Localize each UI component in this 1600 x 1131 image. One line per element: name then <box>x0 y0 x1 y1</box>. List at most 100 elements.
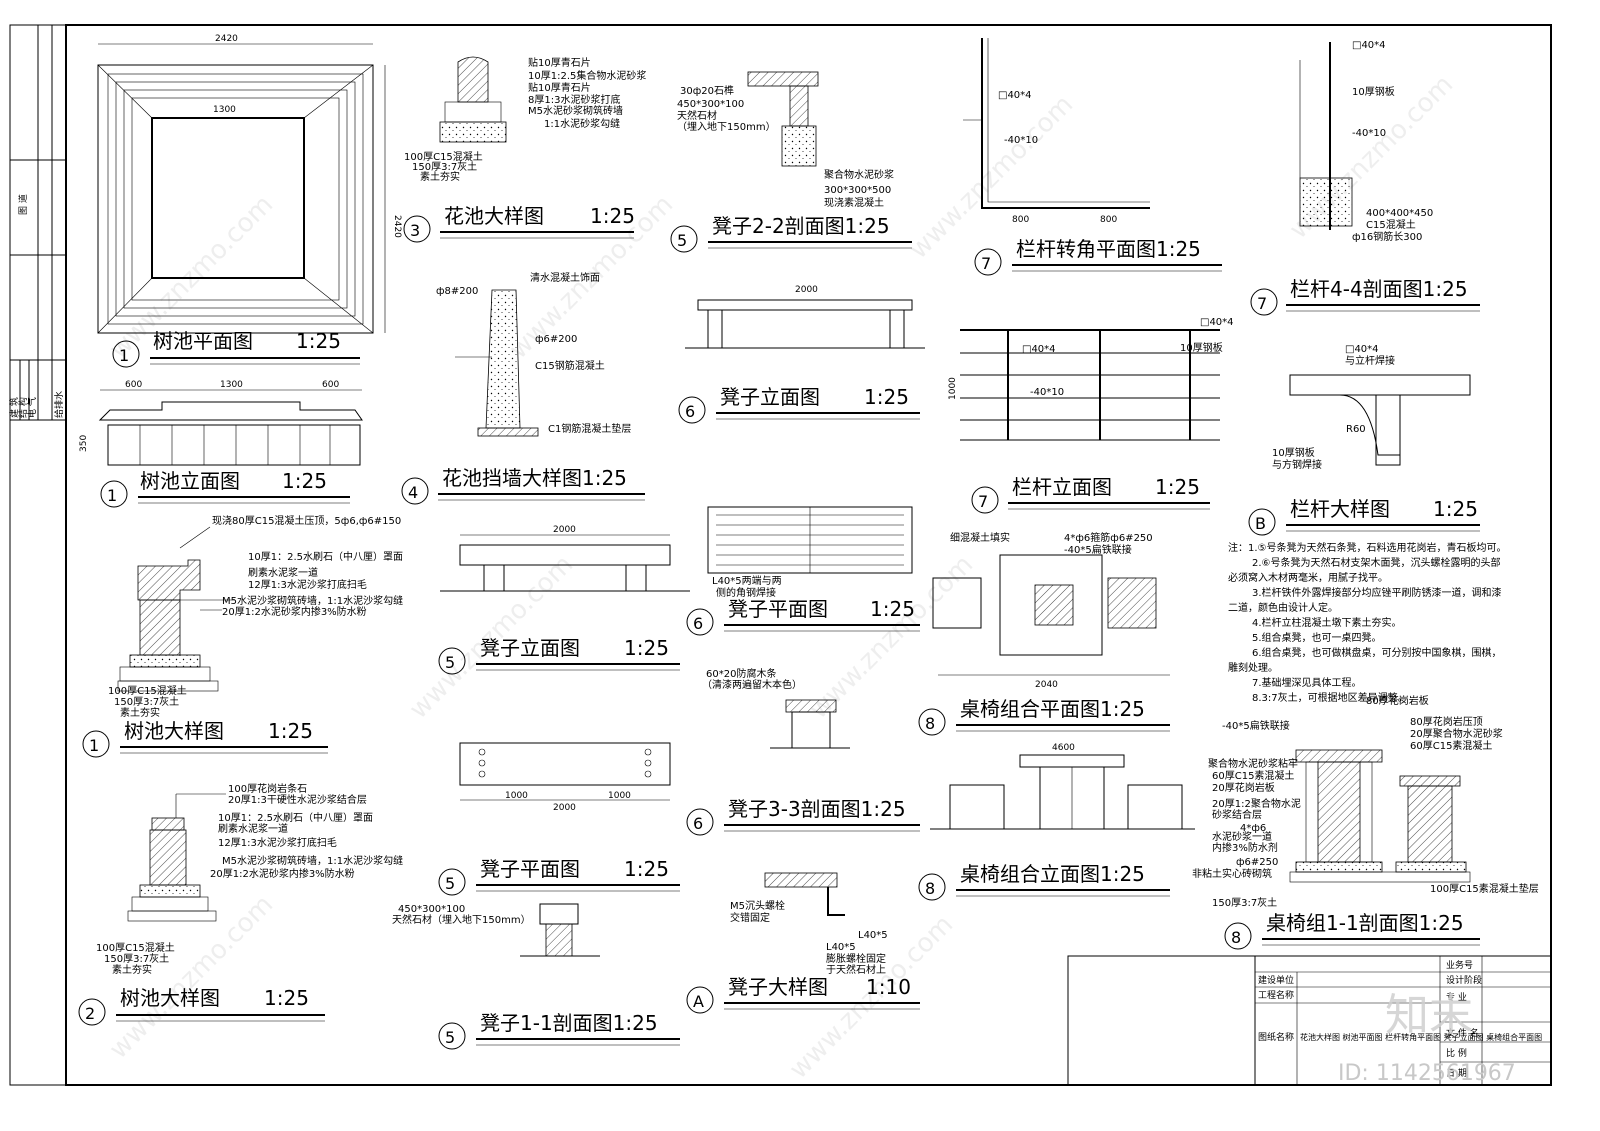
title-bench5-elev: 5 凳子立面图 1:25 <box>438 636 680 675</box>
td1-n0: 现浇80厚C15混凝土压顶，5ф6,ф6#150 <box>212 514 401 527</box>
td1-n2: 刷素水泥浆一道 <box>248 566 318 579</box>
title-b5p-num: 5 <box>445 874 455 893</box>
dim-elev-3: 600 <box>322 380 339 390</box>
title-b5p-text: 凳子平面图 <box>480 857 580 881</box>
tb-drawing-names: 花池大样图 树池平面图 栏杆转角平面图 凳子立面图 桌椅组合平面图 <box>1300 1032 1542 1042</box>
b33-n1: （清漆两遍留木本色） <box>702 678 802 691</box>
left-strip-4: 给排水 <box>53 391 65 418</box>
td2-n9: 素土夯实 <box>112 963 152 976</box>
title-td1-num: 1 <box>89 736 99 755</box>
railing-section-44: □40*4 10厚钢板 -40*10 400*400*450 C15混凝土 ф1… <box>1299 40 1433 243</box>
tb-label-client: 建设单位 <box>1258 974 1294 986</box>
title-rB-text: 栏杆大样图 <box>1290 497 1390 521</box>
gn-6: 5.组合桌凳，也可一桌四凳。 <box>1252 631 1382 644</box>
ts-n15: 100厚C15素混凝土垫层 <box>1430 882 1539 895</box>
td2-n2: 10厚1：2.5水刷石（中八厘）罩面 <box>218 811 373 824</box>
rB-n3: 与方钢焊接 <box>1272 458 1322 471</box>
dim-rc-800a: 800 <box>1012 215 1029 225</box>
title-tree-elev-scale: 1:25 <box>282 469 327 493</box>
title-bench6-plan: 6 凳子平面图 1:25 <box>686 597 920 636</box>
title-b6e-num: 6 <box>685 402 695 421</box>
dim-tree-h: 2420 <box>392 215 402 238</box>
dim-te-4600: 4600 <box>1052 743 1075 753</box>
b6-n0: L40*5两端与两 <box>712 574 782 587</box>
td2-n5: M5水泥沙浆砌筑砖墙，1:1水泥沙浆勾缝 <box>222 854 403 867</box>
title-b5e-scale: 1:25 <box>624 636 669 660</box>
title-tree-elev-text: 树池立面图 <box>140 469 240 493</box>
title-re-scale: 1:25 <box>1155 475 1200 499</box>
title-b5e-num: 5 <box>445 653 455 672</box>
rB-n2: 10厚钢板 <box>1272 446 1315 459</box>
title-fp-num: 3 <box>410 221 420 240</box>
retaining-wall-detail: 清水混凝土饰面 ф8#200 ф6#200 C15钢筋混凝土 C1钢筋混凝土垫层 <box>436 271 631 437</box>
title-tree-elev: 1 树池立面图 1:25 <box>100 469 350 508</box>
gn-9: 7.基础埋深见具体工程。 <box>1252 676 1362 689</box>
title-b5e-text: 凳子立面图 <box>480 636 580 660</box>
bench5-plan: 1000 1000 2000 <box>459 742 671 813</box>
table-plan: 2040 细混凝土填实 4*ф6箍筋ф6#250 -40*5扁铁联接 <box>932 531 1170 690</box>
dim-elev-1: 600 <box>125 380 142 390</box>
dim-tree-w: 2420 <box>215 34 238 44</box>
tb-r5: 日 期 <box>1446 1068 1467 1079</box>
b22-n0: 30ф20石榫 <box>680 84 734 97</box>
left-strip-3: 电 气 <box>26 397 38 418</box>
td2-n8: 150厚3:7灰土 <box>104 952 169 965</box>
b22-n2: 天然石材 <box>677 109 717 122</box>
re-n3: □40*4 <box>1200 317 1234 328</box>
title-tree-plan: 1 树池平面图 1:25 <box>112 329 360 368</box>
title-b6p-text: 凳子平面图 <box>728 597 828 621</box>
dim-b6e-len: 2000 <box>795 285 818 295</box>
rw-n4: C1钢筋混凝土垫层 <box>548 422 631 435</box>
title-td1-text: 树池大样图 <box>124 719 224 743</box>
title-b6p-scale: 1:25 <box>870 597 915 621</box>
title-block: 建设单位 工程名称 图纸名称 业务号 设计阶段 专 业 文 件 名 比 例 日 … <box>1067 955 1552 1086</box>
r44-n5: ф16钢筋长300 <box>1352 230 1422 243</box>
gn-1: 2.⑥号条凳为天然石材支架木面凳，沉头螺栓露明的头部 <box>1252 556 1501 569</box>
fd-n6: 100厚C15混凝土 <box>404 150 483 163</box>
tb-label-project: 工程名称 <box>1258 989 1294 1001</box>
title-tree-plan-scale: 1:25 <box>296 329 341 353</box>
td1-n7: 150厚3:7灰土 <box>114 695 179 708</box>
flower-pool-detail: 贴10厚青石片 10厚1:2.5集合物水泥砂浆 贴10厚青石片 8厚1:3水泥砂… <box>404 56 646 183</box>
r44-n4: C15混凝土 <box>1366 218 1416 231</box>
title-fp-text: 花池大样图 <box>444 204 544 228</box>
title-tp-text: 桌椅组合平面图1:25 <box>960 697 1145 721</box>
title-tree-detail-2: 2 树池大样图 1:25 <box>78 986 325 1026</box>
title-bench6-sec33: 6 凳子3-3剖面图1:25 <box>686 797 920 836</box>
title-table-sec11: 8 桌椅组1-1剖面图1:25 <box>1224 911 1480 950</box>
tb-r4: 比 例 <box>1446 1047 1467 1059</box>
title-b33-text: 凳子3-3剖面图1:25 <box>728 797 906 821</box>
fd-n7: 150厚3:7灰土 <box>412 160 477 173</box>
gn-2: 必须窝入木材两毫米，用腻子找平。 <box>1228 571 1388 584</box>
title-bA-scale: 1:10 <box>866 975 911 999</box>
rw-n1: ф8#200 <box>436 286 478 297</box>
gn-3: 3.栏杆铁件外露焊接部分均应锉平刷防锈漆一道，调和漆 <box>1252 586 1502 599</box>
title-bA-text: 凳子大样图 <box>728 975 828 999</box>
bA-n2: L40*5 <box>858 930 888 941</box>
railing-corner-plan: 800 800 □40*4 -40*10 <box>963 38 1150 225</box>
title-railing-corner: 7 栏杆转角平面图1:25 <box>974 237 1222 276</box>
title-b22-num: 5 <box>677 231 687 250</box>
rw-n2: ф6#200 <box>535 334 577 345</box>
gn-0: 注：1.⑤号条凳为天然石条凳，石料选用花岗岩，青石板均可。 <box>1228 541 1507 554</box>
title-tree-elev-num: 1 <box>107 486 117 505</box>
td1-n5: 20厚1:2水泥砂浆内掺3%防水粉 <box>222 605 367 618</box>
title-b6e-scale: 1:25 <box>864 385 909 409</box>
dim-rc-800b: 800 <box>1100 215 1117 225</box>
r44-n0: □40*4 <box>1352 40 1386 51</box>
bench5-elevation: 2000 <box>440 525 690 592</box>
b33-n0: 60*20防腐木条 <box>706 667 776 680</box>
r44-n2: -40*10 <box>1352 128 1386 139</box>
td1-n3: 12厚1:3水泥沙浆打底扫毛 <box>248 578 367 591</box>
title-b22-text: 凳子2-2剖面图1:25 <box>712 214 890 238</box>
td1-n6: 100厚C15混凝土 <box>108 684 187 697</box>
dim-b5p-half1: 1000 <box>505 791 528 801</box>
title-railing-elev: 7 栏杆立面图 1:25 <box>971 475 1210 514</box>
dim-bench5-len: 2000 <box>553 525 576 535</box>
title-retaining-wall: 4 花池挡墙大样图1:25 <box>401 466 645 505</box>
title-r44-num: 7 <box>1257 294 1267 313</box>
b11-n1: 天然石材（埋入地下150mm） <box>392 913 531 926</box>
bench6-plan: L40*5两端与两 侧的角钢焊接 <box>707 506 913 599</box>
dim-tree-inner: 1300 <box>213 105 236 115</box>
